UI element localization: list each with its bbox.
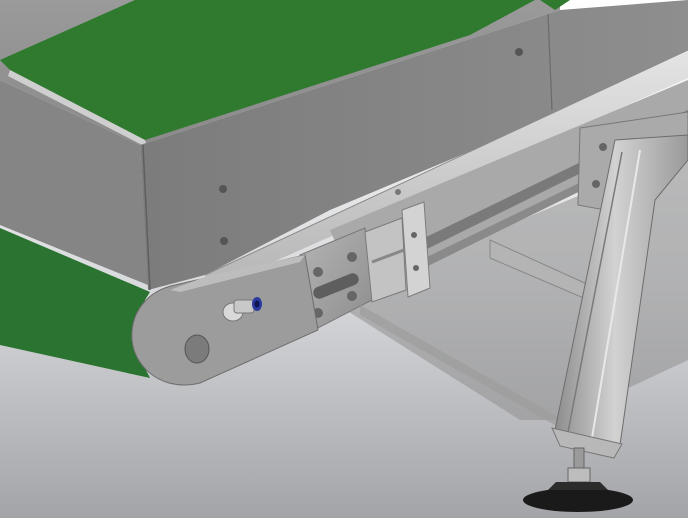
plate-hole	[347, 252, 357, 262]
leg-bracket-hole	[592, 180, 600, 188]
leg-bracket-hole	[599, 143, 607, 151]
guard-seam-2	[547, 13, 553, 111]
guard-seam	[142, 144, 151, 291]
leg-foot-cap	[551, 427, 623, 459]
pneumatic-fitting	[222, 297, 262, 322]
leveling-foot-top	[548, 482, 608, 490]
belt-top-surface	[0, 0, 535, 140]
lower-brace	[360, 305, 560, 428]
leveling-foot	[523, 488, 633, 512]
belt-lower-left	[0, 228, 150, 378]
roller-plate-top	[170, 255, 305, 292]
belt-top-right	[540, 0, 570, 10]
tensioner-block	[364, 217, 407, 303]
leg-edge	[591, 149, 641, 439]
belt-top-edge	[8, 70, 148, 148]
leveling-stud	[573, 447, 585, 471]
plate-hole	[347, 291, 357, 301]
leg-edge	[567, 151, 623, 433]
guard-hole	[515, 48, 523, 56]
plate-hole	[313, 267, 323, 277]
side-guard-front-left	[0, 80, 148, 285]
clamp-hole	[413, 265, 419, 271]
tensioner-rod	[371, 248, 405, 264]
plate-slot	[313, 273, 359, 299]
leveling-nut	[567, 467, 591, 483]
rail-screw	[395, 189, 401, 195]
guard-hole	[219, 185, 227, 193]
roller-axle-hole	[184, 334, 210, 364]
guard-hole	[220, 237, 228, 245]
top-rail-edge	[204, 49, 688, 276]
top-rail	[205, 50, 688, 290]
clamp-hole	[411, 232, 417, 238]
clamp-plate	[401, 201, 431, 298]
